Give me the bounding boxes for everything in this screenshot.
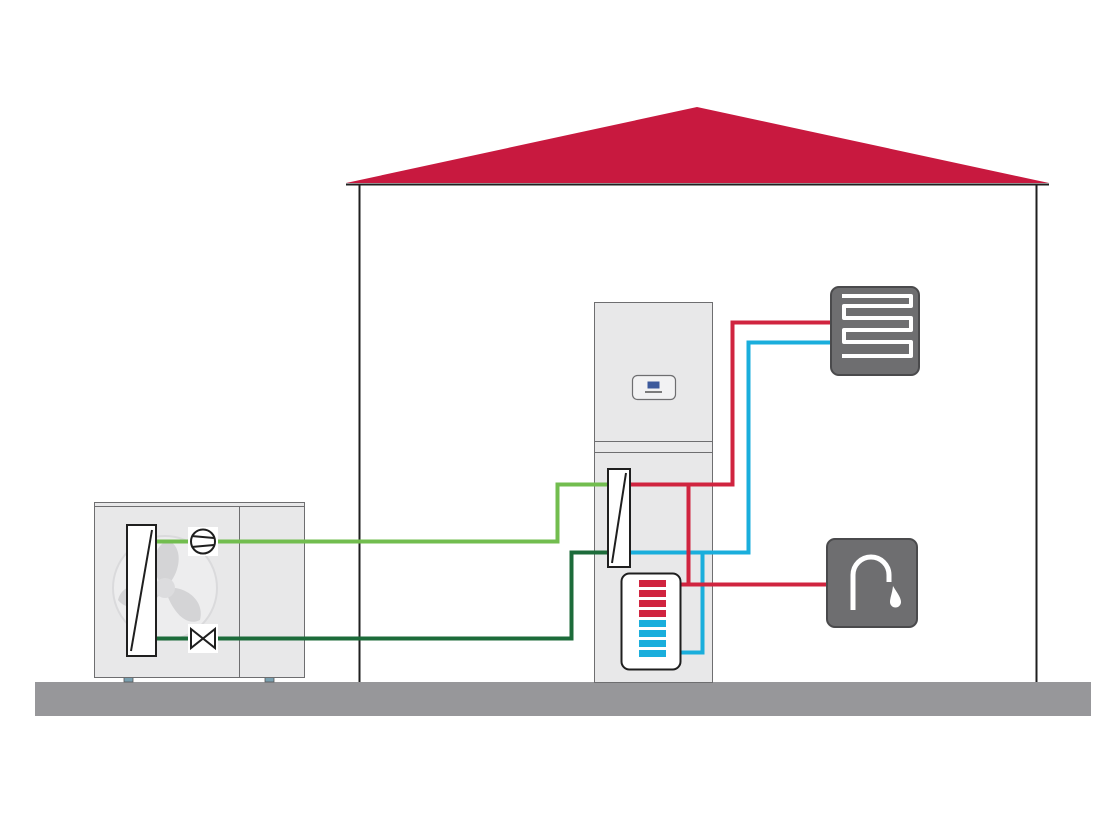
refrigerant-hot-line	[156, 482, 608, 544]
refrigerant-cold-line	[156, 550, 608, 641]
house-roof	[346, 107, 1049, 183]
expansion-valve-icon	[188, 624, 218, 653]
control-display-icon	[631, 374, 677, 401]
water-tap-icon	[826, 538, 918, 628]
underfloor-heating-icon	[830, 286, 920, 376]
ground	[35, 682, 1091, 716]
heating-supply-line	[630, 320, 832, 487]
house	[346, 107, 1049, 682]
heat-exchanger-icon	[126, 524, 157, 657]
hot-water-tank-icon	[620, 572, 682, 671]
plate-heat-exchanger-icon	[607, 468, 631, 568]
compressor-icon	[188, 527, 218, 556]
